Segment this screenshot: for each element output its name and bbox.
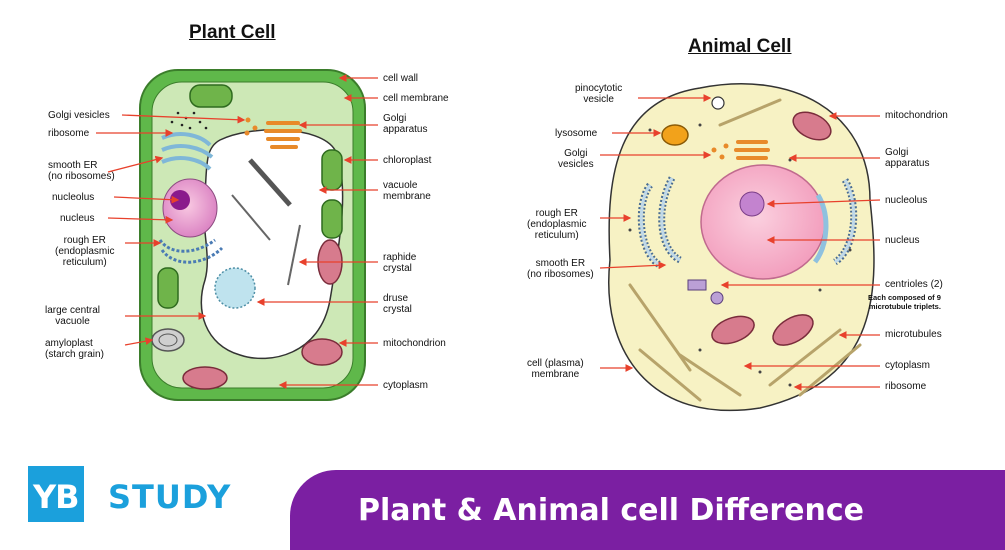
plant-mitochondrion — [301, 338, 343, 366]
plant-nucleus — [162, 178, 218, 238]
plant-druse-crystal — [214, 267, 256, 309]
animal-arrows — [599, 94, 881, 391]
plant-label-large-central-vacuole: large central vacuole — [45, 305, 101, 327]
animal-mitochondrion — [711, 315, 755, 345]
animal-label-cytoplasm: cytoplasm — [885, 360, 931, 371]
animal-centriole — [710, 291, 724, 305]
plant-label-golgi-vesicles: Golgi vesicles — [48, 110, 110, 121]
animal-label-golgi-apparatus: Golgi apparatus — [885, 147, 930, 169]
animal-label-golgi-vesicles: Golgi vesicles — [558, 148, 594, 170]
animal-smooth-er — [812, 193, 829, 264]
plant-amyloplast-ring — [158, 333, 178, 347]
animal-label-nucleus: nucleus — [885, 235, 920, 246]
animal-label-ribosome: ribosome — [885, 381, 927, 392]
animal-mitochondrion — [772, 314, 814, 346]
plant-label-cell-wall: cell wall — [383, 73, 419, 84]
yb-logo-box — [28, 466, 84, 522]
animal-label-centrioles: centrioles (2) — [885, 279, 943, 290]
animal-centriole — [687, 279, 707, 291]
plant-amyloplast — [151, 328, 185, 352]
plant-label-chloroplast: chloroplast — [383, 155, 432, 166]
plant-label-nucleus: nucleus — [60, 213, 95, 224]
animal-lysosome — [661, 124, 689, 146]
animal-label-smooth-er: smooth ER (no ribosomes) — [527, 258, 594, 280]
yb-logo-mark: YB — [33, 478, 80, 516]
animal-rough-er-inner — [639, 177, 856, 267]
plant-golgi-vesicle — [245, 117, 251, 123]
plant-label-nucleolus: nucleolus — [52, 192, 95, 203]
animal-label-mitochondrion: mitochondrion — [885, 110, 948, 121]
plant-chloroplast — [189, 84, 233, 108]
plant-rough-er — [158, 238, 224, 264]
plant-cell-title: Plant Cell — [189, 22, 276, 43]
plant-cell — [139, 69, 366, 401]
plant-mitochondrion — [182, 366, 228, 390]
plant-golgi-vesicle — [244, 130, 250, 136]
animal-label-nucleolus: nucleolus — [885, 195, 928, 206]
plant-raphide-bundle — [248, 158, 292, 207]
animal-nucleus — [700, 164, 826, 280]
plant-label-mitochondrion: mitochondrion — [383, 338, 446, 349]
animal-golgi-vesicle — [711, 147, 717, 153]
yb-logo-word: STUDY — [108, 478, 232, 516]
animal-nucleolus — [739, 191, 765, 217]
plant-label-raphide-crystal: raphide crystal — [383, 252, 417, 274]
banner-title: Plant & Animal cell Difference — [358, 493, 864, 528]
animal-label-centrioles-note: Each composed of 9 microtubule triplets. — [868, 293, 941, 311]
animal-label-microtubules: microtubules — [885, 329, 942, 340]
animal-golgi-vesicle — [719, 154, 725, 160]
plant-label-golgi-apparatus: Golgi apparatus — [383, 113, 428, 135]
plant-label-druse-crystal: druse crystal — [383, 293, 412, 315]
animal-label-cell-membrane: cell (plasma) membrane — [527, 358, 584, 380]
plant-raphide-line — [287, 224, 301, 286]
plant-label-smooth-er: smooth ER (no ribosomes) — [48, 160, 115, 182]
plant-label-amyloplast: amyloplast (starch grain) — [45, 338, 104, 360]
animal-label-rough-er: rough ER (endoplasmic reticulum) — [527, 208, 587, 241]
animal-golgi-vesicle — [723, 143, 729, 149]
cell-diagrams — [96, 69, 881, 412]
animal-label-pinocytotic-vesicle: pinocytotic vesicle — [575, 83, 623, 105]
animal-cell-title: Animal Cell — [688, 36, 792, 57]
plant-chloroplast — [321, 199, 343, 239]
animal-pinocytotic-vesicle — [711, 96, 725, 110]
plant-chloroplast — [321, 149, 343, 191]
plant-raphide-line — [231, 194, 271, 241]
animal-label-lysosome: lysosome — [555, 128, 598, 139]
animal-mitochondrion — [792, 111, 832, 141]
plant-label-rough-er: rough ER (endoplasmic reticulum) — [55, 235, 115, 268]
animal-golgi — [734, 140, 770, 160]
plant-golgi-vesicle — [252, 125, 258, 131]
plant-golgi — [264, 121, 302, 149]
plant-arrows — [96, 74, 378, 389]
plant-nucleolus — [170, 190, 190, 210]
animal-cell — [608, 83, 875, 412]
plant-chloroplast — [157, 267, 179, 309]
plant-label-cell-membrane: cell membrane — [383, 93, 449, 104]
plant-label-cytoplasm: cytoplasm — [383, 380, 429, 391]
plant-label-ribosome: ribosome — [48, 128, 90, 139]
plant-label-vacuole-membrane: vacuole membrane — [383, 180, 431, 202]
